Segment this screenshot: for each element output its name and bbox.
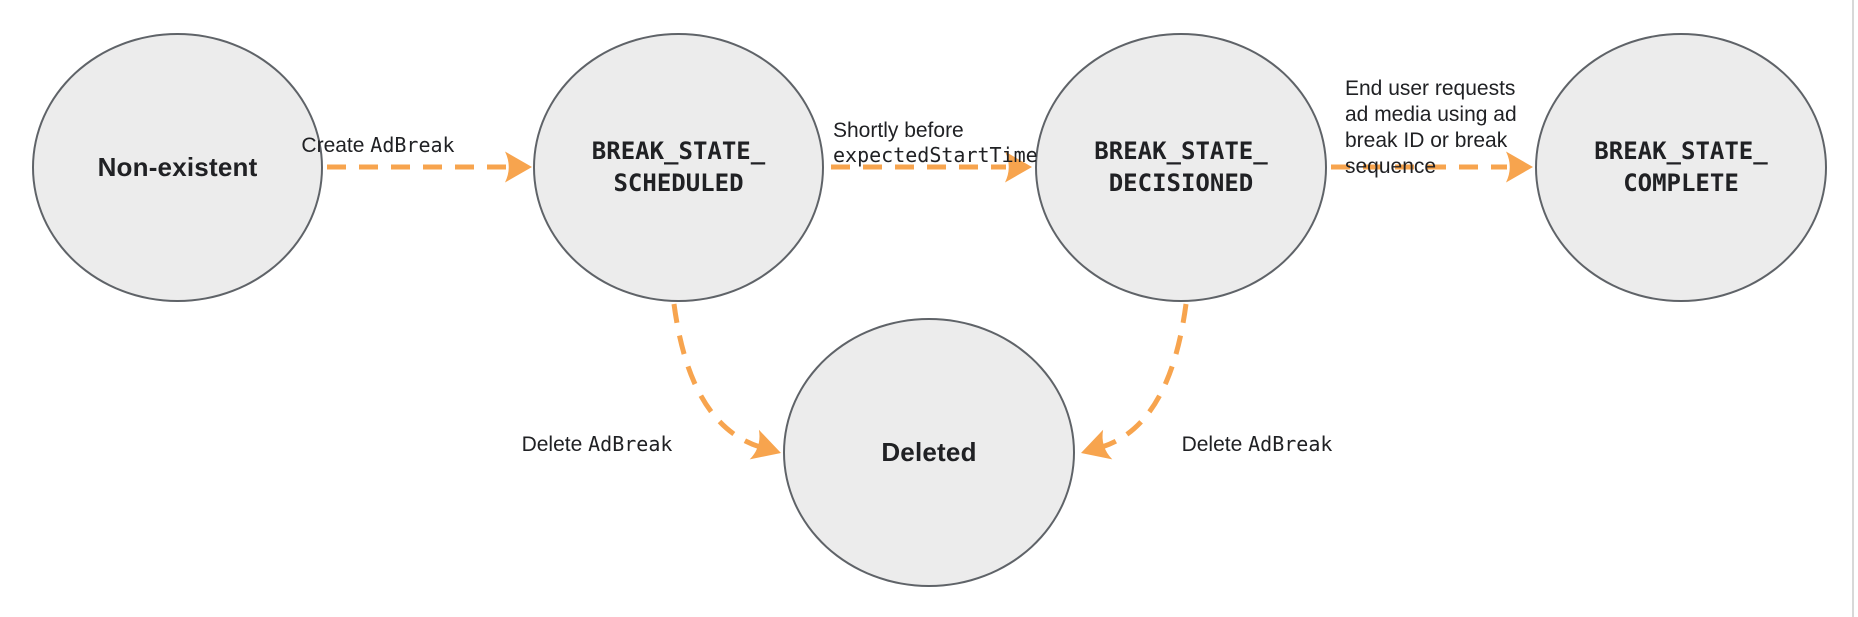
state-node-break-state-complete: BREAK_STATE_ COMPLETE [1535,33,1827,302]
state-node-deleted: Deleted [783,318,1075,587]
edge-label-delete-adbreak-right: Delete AdBreak [1157,405,1357,458]
edge-label-code: AdBreak [370,133,455,157]
edge-label-delete-adbreak-left: Delete AdBreak [497,405,697,458]
state-node-label: BREAK_STATE_ SCHEDULED [591,137,766,197]
edge-create-adbreak [327,151,532,183]
edge-label-text: Shortly before [833,119,964,142]
state-node-label: Deleted [881,436,977,467]
edge-label-create-adbreak: Create AdBreak [283,106,473,159]
edge-delete-adbreak-from-scheduled [671,303,781,460]
edge-end-user-requests-ad-media [1331,151,1533,183]
edge-shortly-before-expectedstarttime [831,151,1032,183]
page-right-border [1852,0,1854,617]
edge-label-text: Delete [521,433,589,456]
state-node-label: BREAK_STATE_ DECISIONED [1094,137,1268,197]
state-node-label: Non-existent [97,151,258,182]
edge-label-end-user-requests: End user requests ad media using ad brea… [1345,50,1575,180]
state-node-break-state-decisioned: BREAK_STATE_ DECISIONED [1035,33,1327,302]
edge-label-text: End user requests ad media using ad brea… [1345,77,1517,178]
edge-label-code: AdBreak [1248,432,1333,456]
edge-label-code: expectedStartTime [833,143,1038,167]
edge-label-text: Delete [1181,433,1249,456]
edge-label-shortly-before: Shortly before expectedStartTime [833,93,1073,168]
edge-delete-adbreak-from-decisioned [1081,303,1189,460]
state-node-non-existent: Non-existent [32,33,323,302]
state-node-label: BREAK_STATE_ COMPLETE [1594,137,1768,197]
edge-label-text: Create [301,134,371,157]
edge-label-code: AdBreak [588,432,673,456]
state-node-break-state-scheduled: BREAK_STATE_ SCHEDULED [533,33,824,302]
